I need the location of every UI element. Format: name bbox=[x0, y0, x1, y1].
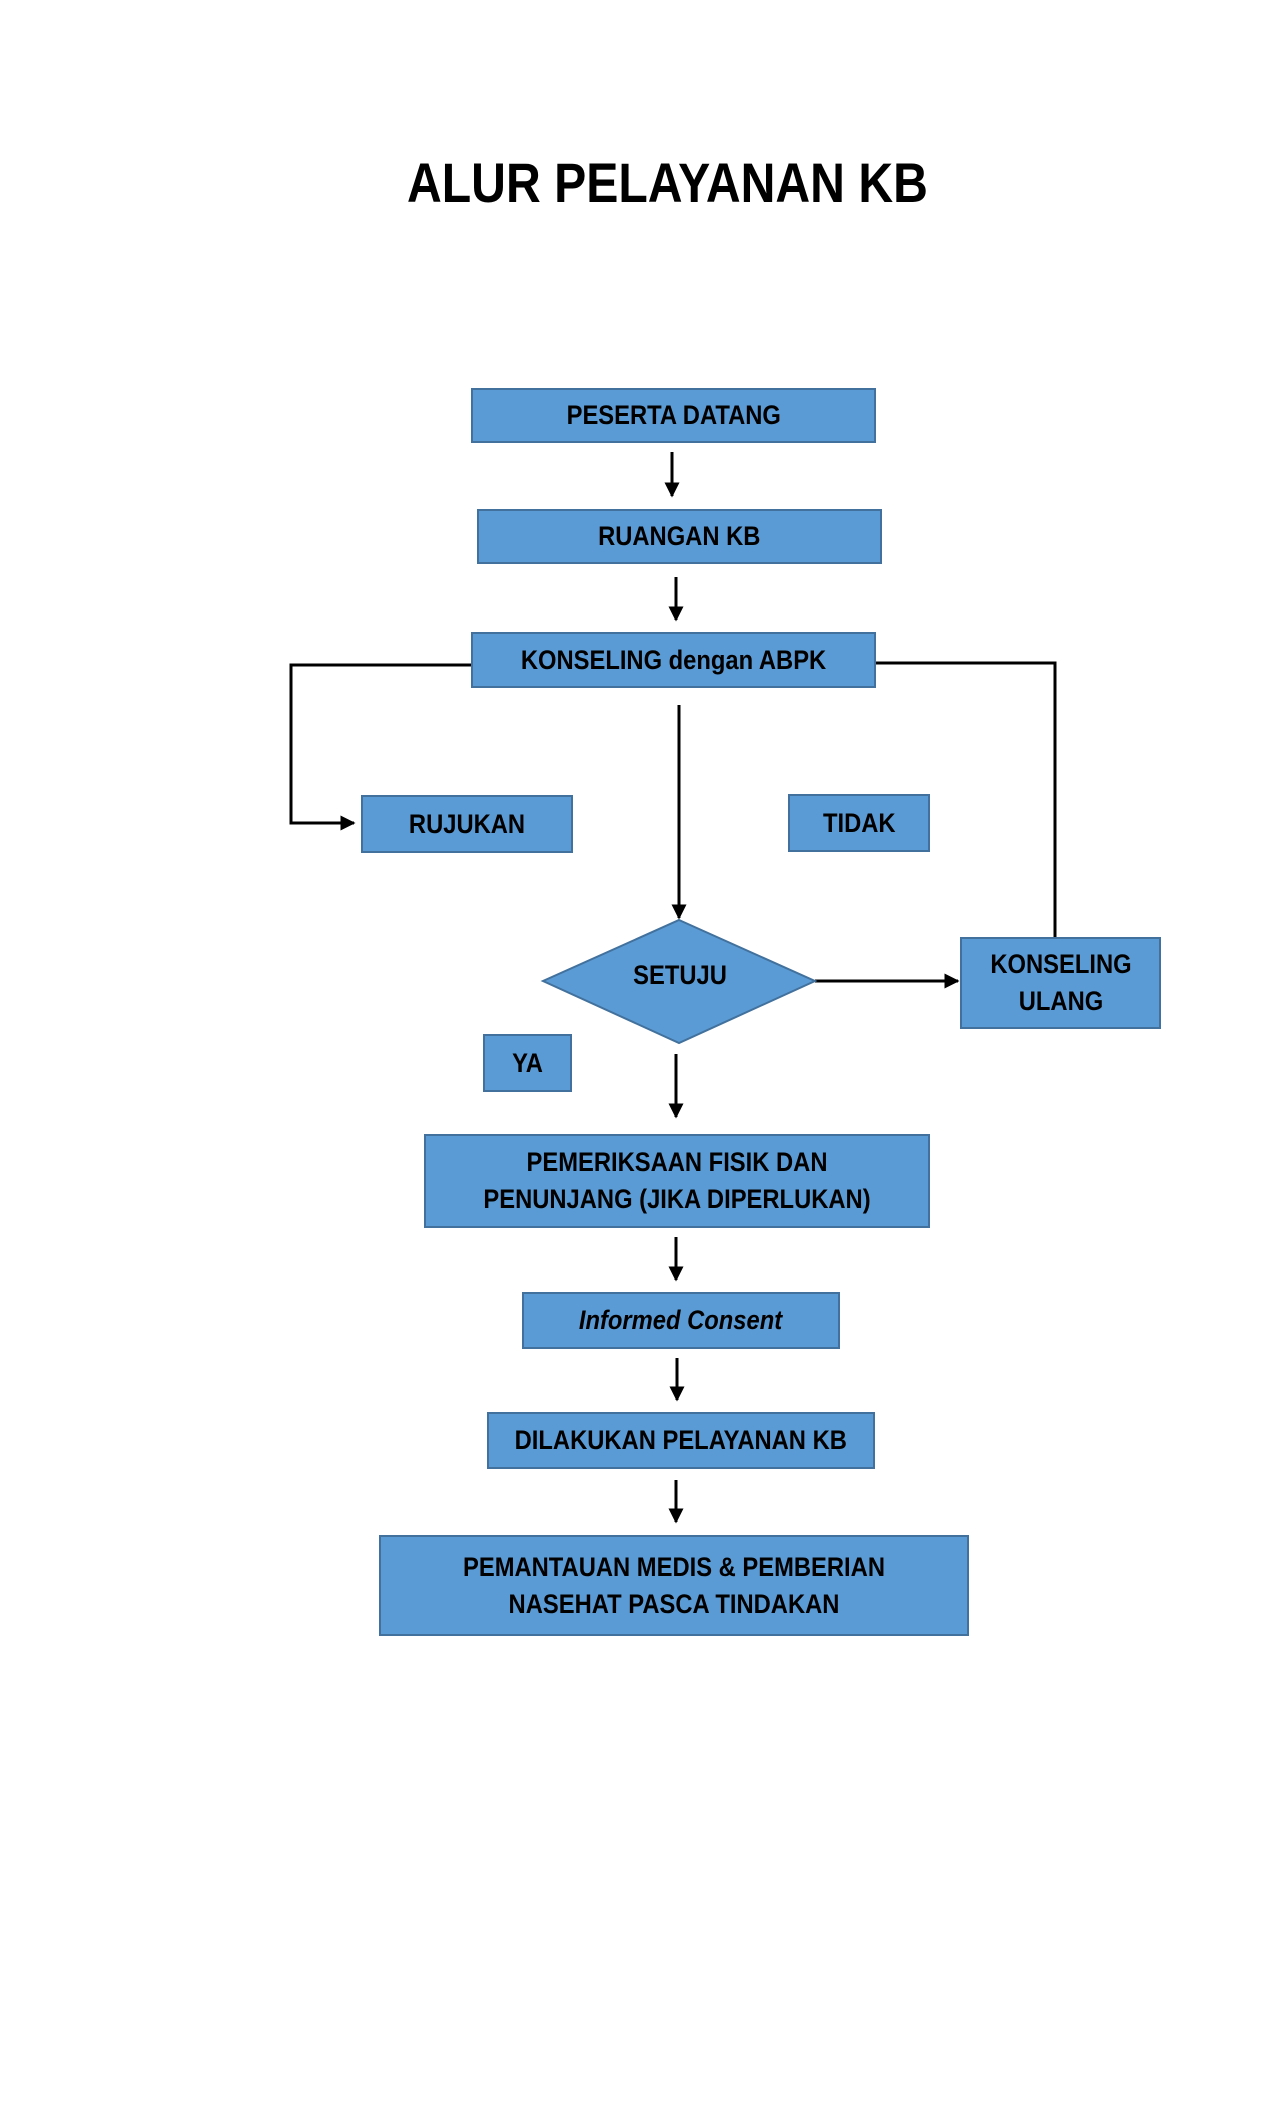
node-konseling-ulang-label: KONSELING ULANG bbox=[989, 949, 1132, 1016]
node-pelayanan-kb: DILAKUKAN PELAYANAN KB bbox=[487, 1412, 875, 1469]
node-rujukan: RUJUKAN bbox=[361, 795, 573, 853]
node-peserta-datang: PESERTA DATANG bbox=[471, 388, 876, 443]
node-konseling-abpk-label: KONSELING dengan ABPK bbox=[520, 644, 827, 675]
node-pemantauan-label: PEMANTAUAN MEDIS & PEMBERIAN NASEHAT PAS… bbox=[463, 1551, 885, 1619]
node-pemantauan: PEMANTAUAN MEDIS & PEMBERIAN NASEHAT PAS… bbox=[379, 1535, 969, 1636]
node-pemeriksaan: PEMERIKSAAN FISIK DAN PENUNJANG (JIKA DI… bbox=[424, 1134, 930, 1228]
node-ruangan-kb-label: RUANGAN KB bbox=[598, 521, 761, 551]
node-ruangan-kb: RUANGAN KB bbox=[477, 509, 882, 564]
node-informed-consent-label: Informed Consent bbox=[579, 1305, 783, 1335]
node-rujukan-label: RUJUKAN bbox=[408, 808, 526, 839]
node-informed-consent: Informed Consent bbox=[522, 1292, 840, 1349]
node-konseling-abpk: KONSELING dengan ABPK bbox=[471, 632, 876, 688]
node-setuju-label: SETUJU bbox=[633, 960, 727, 990]
node-pelayanan-kb-label: DILAKUKAN PELAYANAN KB bbox=[514, 1425, 848, 1455]
node-ya: YA bbox=[483, 1034, 572, 1092]
node-ya-label: YA bbox=[512, 1047, 543, 1078]
arrow-konseling-to-rujukan bbox=[289, 663, 471, 831]
node-tidak: TIDAK bbox=[788, 794, 930, 852]
node-tidak-label: TIDAK bbox=[822, 807, 896, 838]
page-title: ALUR PELAYANAN KB bbox=[406, 151, 928, 214]
setuju-diamond bbox=[540, 918, 818, 1045]
line-konseling-to-konseling-ulang bbox=[875, 661, 1057, 937]
node-pemeriksaan-label: PEMERIKSAAN FISIK DAN PENUNJANG (JIKA DI… bbox=[483, 1147, 871, 1214]
node-konseling-ulang: KONSELING ULANG bbox=[960, 937, 1161, 1029]
node-peserta-datang-label: PESERTA DATANG bbox=[566, 400, 781, 430]
